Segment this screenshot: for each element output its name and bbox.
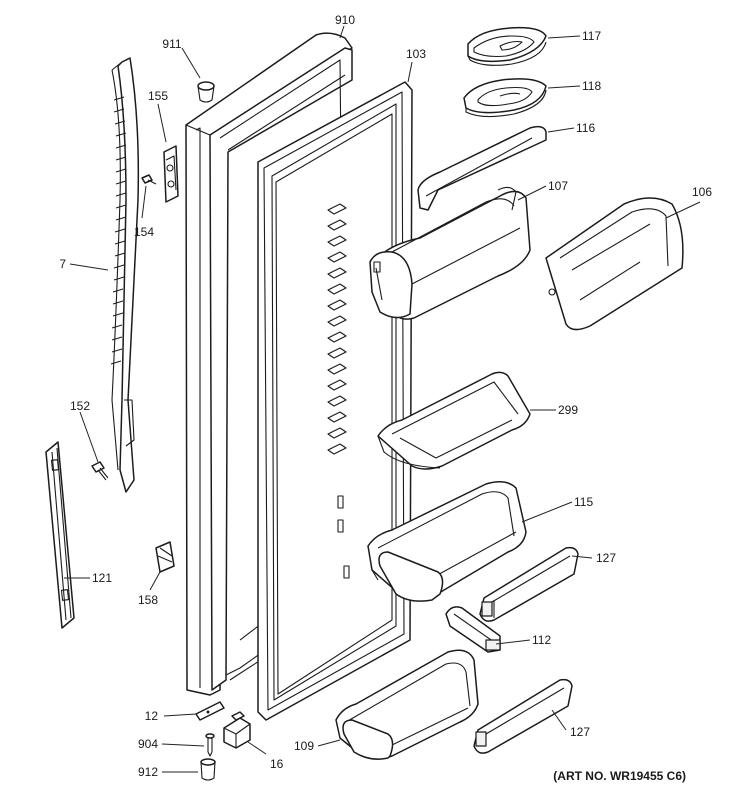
dispenser-cover [463, 78, 547, 118]
door-bin-109 [335, 649, 479, 760]
door-bin-cover [545, 197, 684, 331]
door-shelf-299 [377, 371, 531, 470]
handle-grip-ridges [110, 96, 127, 365]
callout-299: 299 [558, 403, 578, 417]
callout-118: 118 [582, 79, 601, 93]
callout-127-upper: 127 [596, 551, 616, 565]
callout-12: 12 [145, 709, 159, 723]
door-liner-gasket [257, 81, 413, 721]
bin-end-trim [445, 606, 501, 653]
callout-155: 155 [148, 89, 168, 103]
callout-911: 911 [162, 37, 181, 51]
hinge-bracket [163, 145, 179, 203]
hinge-bushing [197, 81, 215, 103]
callout-115: 115 [574, 495, 593, 509]
callout-127-lower: 127 [570, 725, 590, 739]
shelf-bracket-rail [417, 125, 547, 211]
door-bin-115 [367, 481, 527, 602]
screw-154 [141, 174, 157, 185]
door-closer-cam [223, 711, 251, 749]
callout-910: 910 [335, 13, 355, 27]
callout-154: 154 [134, 225, 154, 239]
leader-lines [64, 25, 701, 773]
callout-7: 7 [59, 257, 66, 271]
callout-121: 121 [92, 571, 112, 585]
callout-912: 912 [138, 765, 158, 779]
door-outer-panel [185, 32, 361, 696]
callout-117: 117 [582, 29, 601, 43]
callout-112: 112 [532, 633, 551, 647]
callout-152: 152 [70, 399, 90, 413]
door-stop [155, 541, 175, 573]
art-number: (ART NO. WR19455 C6) [553, 769, 686, 783]
handle-trim-strip [45, 441, 75, 629]
hinge-pin-plate [195, 701, 225, 721]
screw-152 [91, 461, 109, 481]
callout-109: 109 [294, 739, 314, 753]
callout-116: 116 [576, 121, 595, 135]
hinge-bushing-bottom [200, 758, 216, 781]
screw-904 [205, 733, 215, 757]
callout-16: 16 [270, 757, 284, 771]
door-bin-upper [369, 186, 531, 320]
bin-front-bar-lower [473, 678, 573, 754]
callout-106: 106 [692, 185, 712, 199]
bin-front-bar-upper [479, 546, 579, 622]
callout-158: 158 [138, 593, 158, 607]
liner-rib-column [327, 203, 350, 579]
callout-103: 103 [406, 47, 426, 61]
door-handle [110, 57, 140, 493]
dispenser-cap [467, 26, 547, 66]
callout-904: 904 [138, 737, 158, 751]
callout-labels: 910 911 103 117 118 116 107 106 155 154 … [59, 13, 712, 779]
callout-107: 107 [548, 179, 568, 193]
